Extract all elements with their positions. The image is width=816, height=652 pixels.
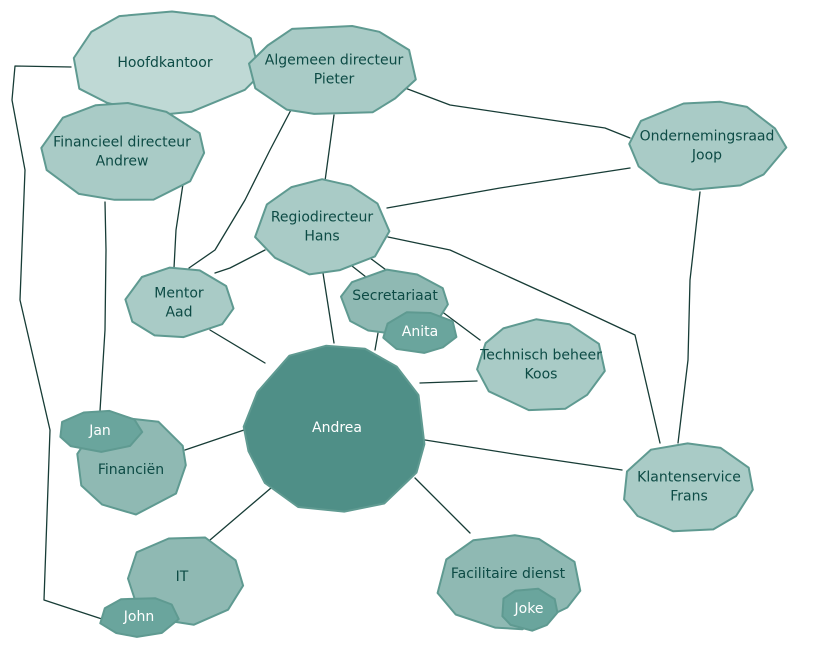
edge-regio-klantenservice — [387, 236, 661, 444]
nodes: HoofdkantoorOndernemingsraadJoopRegiodir… — [40, 10, 788, 638]
node-jan: Jan — [59, 409, 144, 453]
node-john-label-0: John — [123, 609, 154, 625]
edge-ondernemingsraad-klantenservice — [677, 191, 701, 444]
edge-algemeen-ondernemingsraad — [404, 87, 631, 139]
node-anita-label-0: Anita — [402, 324, 438, 340]
node-joke-shape — [501, 587, 559, 632]
edge-regio-secretariaat — [351, 265, 367, 278]
node-joke: Joke — [501, 587, 559, 632]
edge-financieel-mentor — [173, 183, 184, 269]
node-klantenservice-label-0: Klantenservice — [637, 470, 741, 486]
edge-hoofdkantoor-john — [11, 65, 106, 621]
node-algemeen-label-1: Pieter — [314, 72, 355, 88]
node-andrea-shape — [242, 344, 426, 513]
node-mentor-shape — [124, 266, 235, 339]
edge-regio-andrea — [322, 272, 335, 344]
node-hoofdkantoor-label-0: Hoofdkantoor — [117, 55, 212, 71]
node-john-shape — [99, 597, 180, 638]
node-regio-label-0: Regiodirecteur — [271, 210, 374, 226]
node-hoofdkantoor: Hoofdkantoor — [72, 10, 261, 117]
edge-algemeen-regio — [324, 114, 335, 182]
node-anita: Anita — [382, 311, 458, 354]
node-financieel-shape — [40, 102, 206, 201]
node-technisch-label-1: Koos — [525, 367, 558, 383]
node-ondernemingsraad-label-1: Joop — [691, 148, 722, 164]
node-financieel-label-1: Andrew — [96, 154, 149, 170]
node-facilitaire-label-0: Facilitaire dienst — [451, 566, 566, 582]
edge-financieel-jan — [99, 201, 107, 412]
node-john: John — [99, 597, 180, 638]
edge-andrea-financien — [184, 429, 245, 451]
node-jan-shape — [59, 409, 144, 453]
node-ondernemingsraad-label-0: Ondernemingsraad — [640, 129, 775, 145]
node-technisch-label-0: Technisch beheer — [479, 348, 602, 364]
edge-algemeen-mentor — [188, 107, 293, 269]
edge-secretariaat-andrea — [374, 332, 379, 351]
node-andrea-label-0: Andrea — [312, 420, 362, 436]
node-mentor-label-0: Mentor — [154, 286, 204, 302]
node-financien-label-0: Financiën — [98, 462, 164, 478]
node-algemeen-label-0: Algemeen directeur — [265, 53, 404, 69]
node-mentor-label-1: Aad — [165, 305, 192, 321]
node-hoofdkantoor-shape — [72, 10, 261, 117]
node-jan-label-0: Jan — [88, 423, 111, 439]
node-regio-shape — [254, 178, 391, 276]
node-regio-label-1: Hans — [304, 229, 339, 245]
edge-andrea-klantenservice — [424, 439, 623, 471]
node-ondernemingsraad-shape — [628, 100, 788, 191]
edge-regio-mentor — [214, 249, 266, 274]
node-financieel-label-0: Financieel directeur — [53, 135, 191, 151]
edge-andrea-it — [209, 481, 279, 541]
edge-mentor-andrea — [209, 329, 266, 364]
node-andrea: Andrea — [242, 344, 426, 513]
edge-andrea-facilitaire — [414, 477, 471, 534]
node-technisch-shape — [476, 318, 606, 412]
edge-technisch-andrea — [419, 380, 478, 384]
node-it-label-0: IT — [176, 569, 189, 585]
node-anita-shape — [382, 311, 458, 354]
edge-ondernemingsraad-regio — [386, 167, 631, 209]
node-joke-label-0: Joke — [514, 601, 544, 617]
node-klantenservice-shape — [623, 442, 754, 533]
node-klantenservice-label-1: Frans — [670, 489, 708, 505]
node-algemeen-shape — [248, 25, 417, 115]
node-secretariaat-label-0: Secretariaat — [352, 288, 438, 304]
